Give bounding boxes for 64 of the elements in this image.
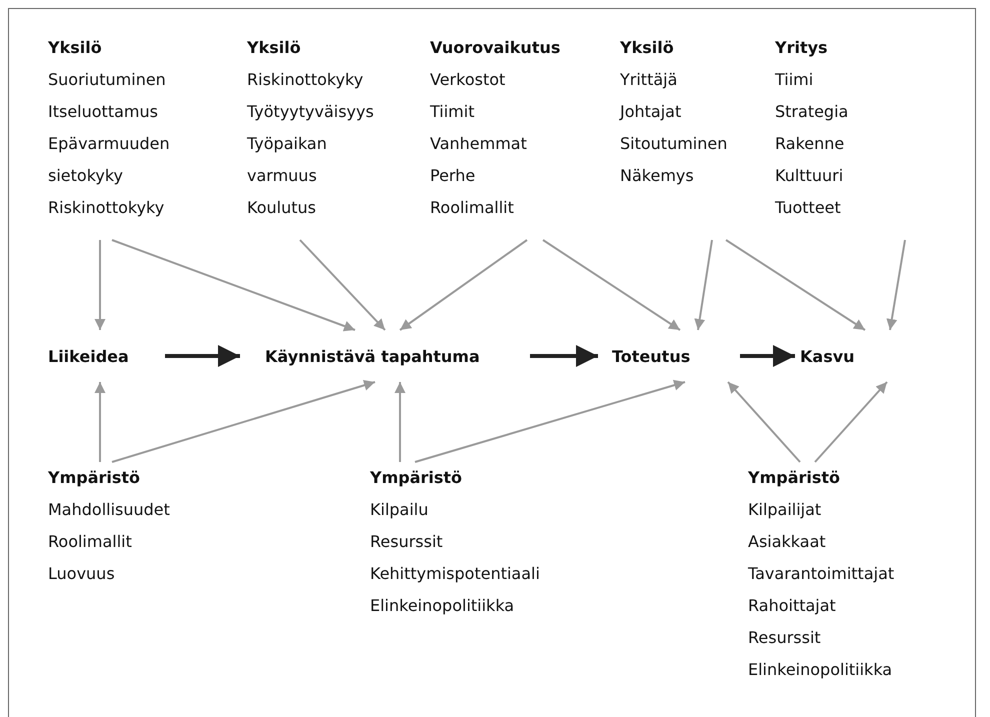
list-item: Elinkeinopolitiikka: [748, 659, 894, 681]
list-item: Johtajat: [620, 101, 682, 123]
arrow: [814, 381, 888, 463]
arrow: [886, 240, 906, 330]
list-item: Asiakkaat: [748, 531, 827, 553]
list-item: Kilpailu: [370, 499, 430, 521]
list-item: Riskinottokyky: [247, 69, 364, 91]
arrow: [740, 345, 795, 367]
arrow: [299, 239, 386, 331]
arrow: [694, 240, 713, 330]
list-item: Elinkeinopolitiikka: [370, 595, 516, 617]
arrow: [112, 239, 356, 332]
stage-label: Kasvu: [795, 330, 905, 382]
list-item: Suoriutuminen: [48, 69, 167, 91]
group-heading: Ympäristö: [48, 467, 142, 489]
list-item: Rahoittajat: [748, 595, 837, 617]
list-item: Tiimit: [430, 101, 476, 123]
list-item: Kulttuuri: [775, 165, 844, 187]
list-item: Itseluottamus: [48, 101, 159, 123]
list-item: Työtyytyväisyys: [247, 101, 375, 123]
list-item: Työpaikan varmuus: [247, 133, 328, 187]
list-item: Strategia: [775, 101, 850, 123]
arrow: [542, 239, 681, 331]
group-heading: Ympäristö: [370, 467, 464, 489]
list-item: Kilpailijat: [748, 499, 822, 521]
arrow: [414, 380, 686, 463]
list-item: Tavarantoimittajat: [748, 563, 896, 585]
arrow: [94, 382, 106, 462]
list-item: Resurssit: [748, 627, 822, 649]
stage-label: Toteutus: [598, 330, 740, 382]
arrow: [399, 239, 528, 331]
group-heading: Yksilö: [247, 37, 302, 59]
arrow: [530, 345, 598, 367]
group-heading: Yksilö: [48, 37, 103, 59]
list-item: Luovuus: [48, 563, 116, 585]
arrow: [165, 345, 240, 367]
arrow: [394, 382, 406, 462]
arrow: [112, 380, 376, 463]
list-item: Roolimallit: [48, 531, 133, 553]
list-item: Rakenne: [775, 133, 846, 155]
list-item: Verkostot: [430, 69, 506, 91]
arrow: [727, 381, 801, 463]
list-item: Roolimallit: [430, 197, 515, 219]
group-heading: Ympäristö: [748, 467, 842, 489]
list-item: Yrittäjä: [620, 69, 678, 91]
list-item: Kehittymispotentiaali: [370, 563, 541, 585]
arrow: [725, 239, 866, 331]
list-item: Resurssit: [370, 531, 444, 553]
arrow: [94, 240, 106, 330]
list-item: Mahdollisuudet: [48, 499, 171, 521]
list-item: Riskinottokyky: [48, 197, 166, 219]
group-heading: Yksilö: [620, 37, 675, 59]
stage-label: Liikeidea: [40, 330, 165, 382]
group-heading: Yritys: [775, 37, 829, 59]
list-item: Tuotteet: [775, 197, 842, 219]
list-item: Sitoutuminen: [620, 133, 728, 155]
list-item: Perhe: [430, 165, 476, 187]
stage-label: Käynnistävä tapahtuma: [240, 330, 530, 382]
group-heading: Vuorovaikutus: [430, 37, 562, 59]
list-item: Tiimi: [775, 69, 814, 91]
list-item: Koulutus: [247, 197, 317, 219]
list-item: Näkemys: [620, 165, 695, 187]
list-item: Vanhemmat: [430, 133, 528, 155]
list-item: Epävarmuuden sietokyky: [48, 133, 171, 187]
